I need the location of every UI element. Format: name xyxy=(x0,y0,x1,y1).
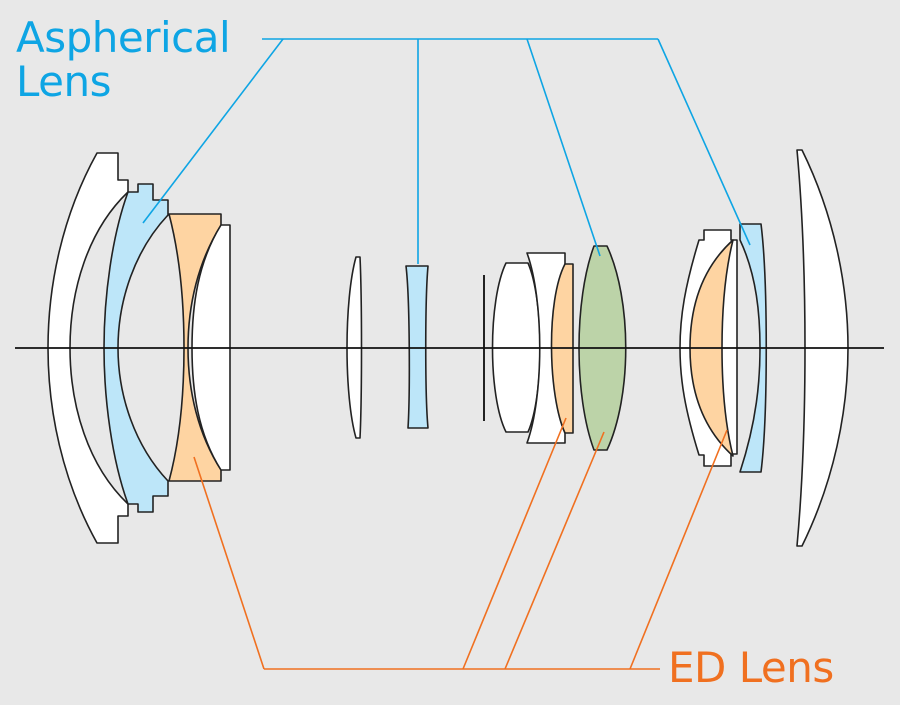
aspherical-label-line2: Lens xyxy=(16,57,112,106)
aspherical-label-line1: Aspherical xyxy=(16,13,231,62)
aspherical-lens-label: Aspherical Lens xyxy=(16,13,231,106)
ed-leaders xyxy=(193,417,728,670)
ed-lens-label: ED Lens xyxy=(668,643,834,692)
lens-element-13-aspherical xyxy=(739,223,768,473)
aspherical-leaders xyxy=(142,38,751,264)
lens-element-2-aspherical xyxy=(103,183,169,513)
lens-element-6-aspherical xyxy=(405,265,429,429)
lens-element-1 xyxy=(47,152,129,544)
